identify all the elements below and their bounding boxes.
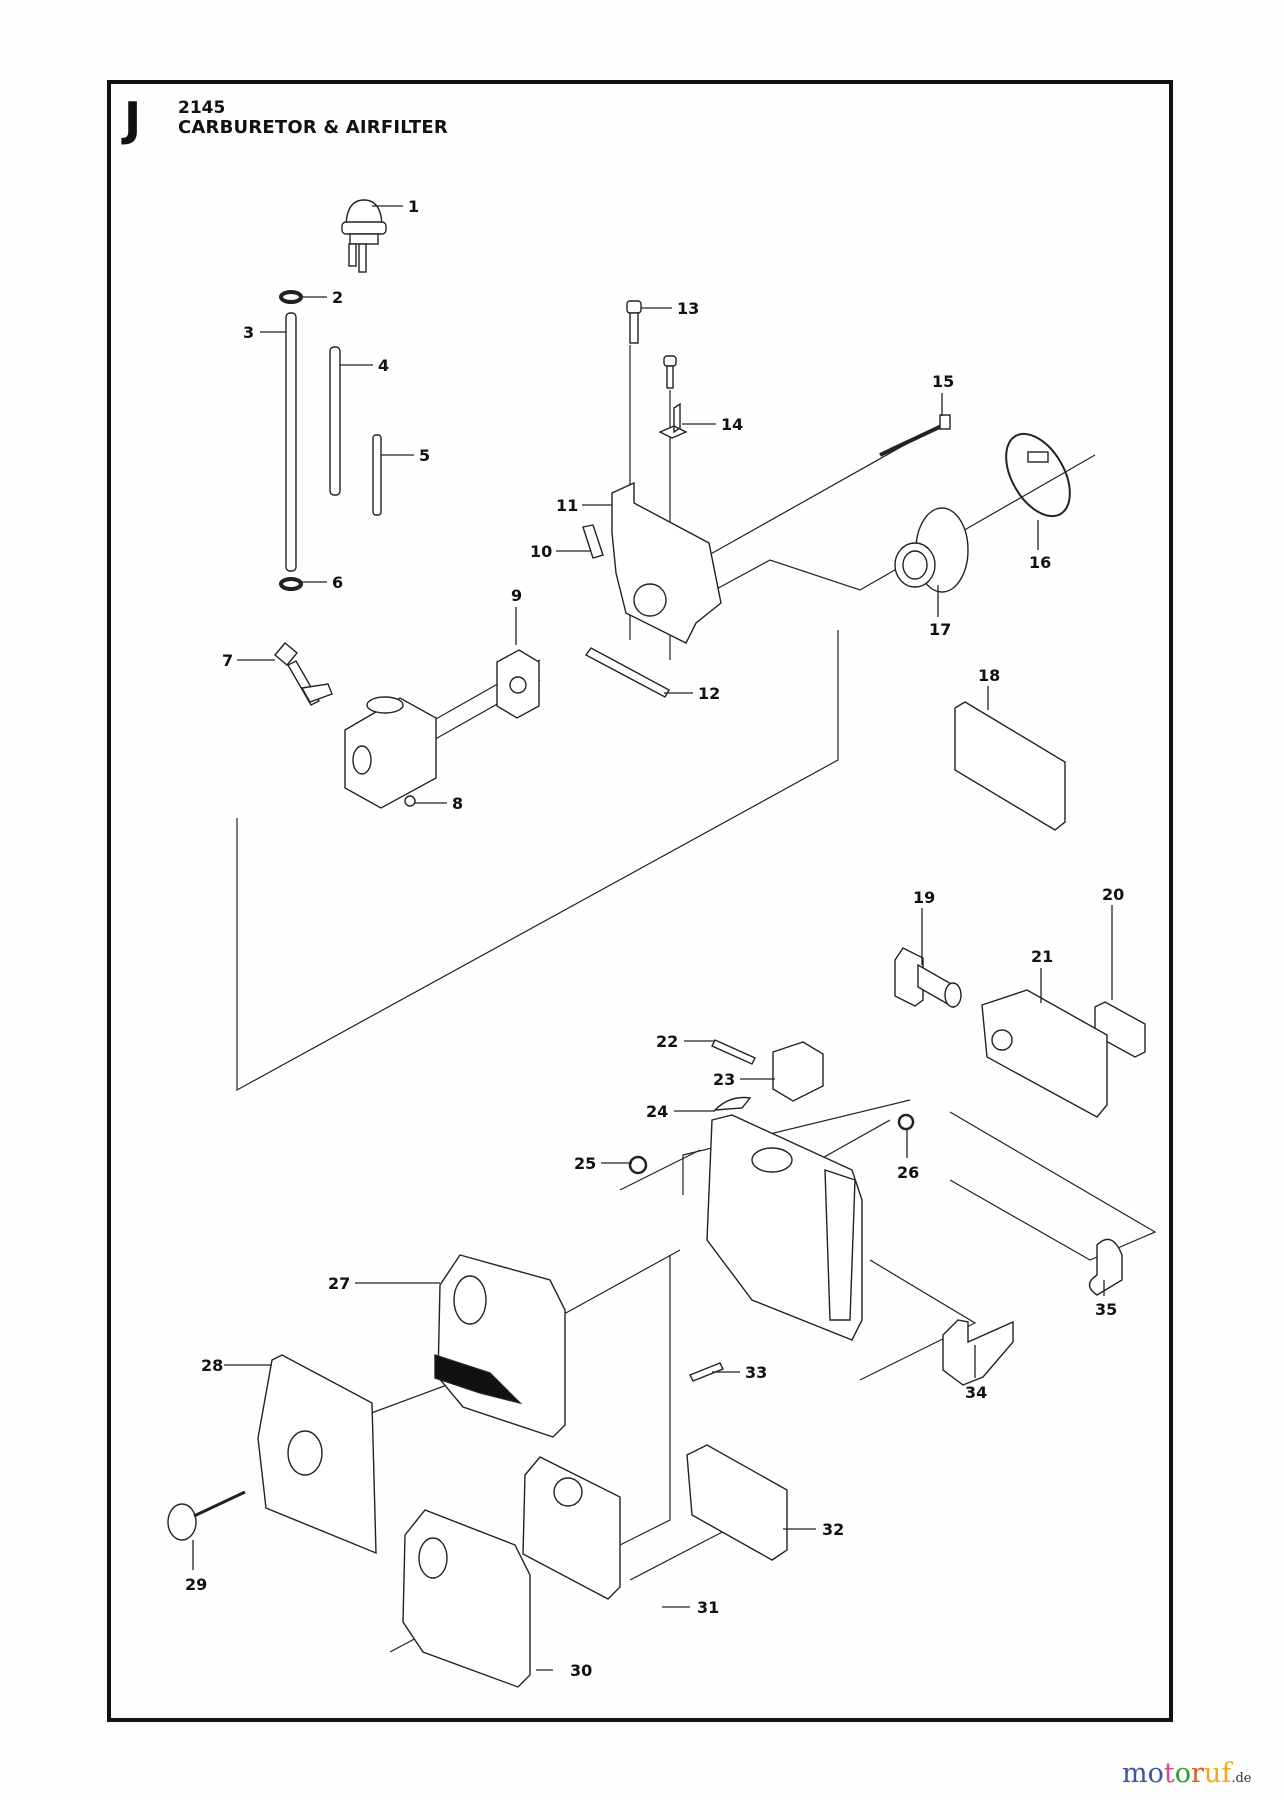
- part-24-clip[interactable]: [713, 1096, 752, 1111]
- part-2-o-ring[interactable]: [279, 290, 303, 304]
- callout-17: 17: [929, 620, 951, 639]
- callout-3: 3: [243, 323, 254, 342]
- callout-1: 1: [408, 197, 419, 216]
- watermark-letter: f: [1221, 1758, 1232, 1789]
- callout-29: 29: [185, 1575, 207, 1594]
- callout-16: 16: [1029, 553, 1051, 572]
- callout-20: 20: [1102, 885, 1124, 904]
- callout-32: 32: [822, 1520, 844, 1539]
- part-23-bracket[interactable]: [772, 1041, 824, 1102]
- part-10-foam-pad[interactable]: [582, 524, 604, 559]
- watermark-letter: r: [1191, 1758, 1204, 1789]
- part-28-air-filter-cover[interactable]: [257, 1354, 377, 1555]
- callout-26: 26: [897, 1163, 919, 1182]
- assembly-line: [699, 454, 1096, 599]
- part-5-fuel-hose[interactable]: [372, 434, 382, 516]
- callout-11: 11: [556, 496, 578, 515]
- part-9-gasket-hole: [509, 676, 527, 694]
- callout-13: 13: [677, 299, 699, 318]
- callout-28: 28: [201, 1356, 223, 1375]
- callout-8: 8: [452, 794, 463, 813]
- callout-10: 10: [530, 542, 552, 561]
- part-26-nut[interactable]: [897, 1113, 915, 1131]
- assembly-line: [949, 1111, 1157, 1261]
- part-22-stud[interactable]: [711, 1039, 756, 1065]
- callout-31: 31: [697, 1598, 719, 1617]
- part-15-bolt[interactable]: [879, 414, 951, 457]
- callout-23: 23: [713, 1070, 735, 1089]
- part-34-choke-bracket[interactable]: [942, 1319, 1014, 1386]
- part-8-carburetor[interactable]: [344, 696, 437, 809]
- watermark-logo: motoruf.de: [1122, 1758, 1251, 1789]
- callout-18: 18: [978, 666, 1000, 685]
- part-4-fuel-hose[interactable]: [329, 346, 341, 496]
- part-31-air-filter[interactable]: [522, 1456, 621, 1600]
- part-29-knob[interactable]: [167, 1490, 246, 1541]
- part-33-screw[interactable]: [689, 1362, 724, 1382]
- callouts: 1 2 3 4 5 6 7 8 9 10 11 12 13 14 15 16 1…: [185, 197, 1124, 1680]
- callout-4: 4: [378, 356, 389, 375]
- part-21-air-duct[interactable]: [981, 989, 1108, 1118]
- assembly-line: [619, 1255, 671, 1546]
- assembly-line: [365, 1381, 456, 1416]
- part-1-primer-bulb[interactable]: [341, 199, 387, 273]
- watermark-tld: .de: [1231, 1771, 1252, 1786]
- part-3-fuel-hose[interactable]: [285, 312, 297, 572]
- part-21-duct-hole: [991, 1029, 1013, 1051]
- part-13-screw[interactable]: [626, 300, 642, 344]
- assembly-line: [629, 1527, 731, 1581]
- callout-5: 5: [419, 446, 430, 465]
- assembly-line: [619, 1149, 701, 1191]
- page-title: CARBURETOR & AIRFILTER: [178, 117, 448, 138]
- callout-24: 24: [646, 1102, 668, 1121]
- part-16-hose-clamp[interactable]: [993, 423, 1083, 527]
- part-14-screw[interactable]: [663, 355, 677, 389]
- part-25-nut[interactable]: [628, 1155, 648, 1175]
- part-12-foam-strip[interactable]: [584, 647, 670, 698]
- callout-2: 2: [332, 288, 343, 307]
- part-11-carburetor-holder[interactable]: [611, 481, 722, 644]
- callout-21: 21: [1031, 947, 1053, 966]
- watermark-letter: o: [1174, 1758, 1191, 1789]
- callout-34: 34: [965, 1383, 987, 1402]
- part-14-bracket[interactable]: [658, 402, 688, 439]
- callout-15: 15: [932, 372, 954, 391]
- part-30-air-filter-housing[interactable]: [402, 1509, 531, 1688]
- section-letter: J: [124, 92, 142, 146]
- part-32-foam-filter[interactable]: [686, 1444, 788, 1561]
- part-17-intake-adapter[interactable]: [894, 507, 969, 593]
- callout-25: 25: [574, 1154, 596, 1173]
- callout-35: 35: [1095, 1300, 1117, 1319]
- airfilter-base[interactable]: [706, 1114, 863, 1341]
- part-6-o-ring[interactable]: [279, 577, 303, 591]
- callout-7: 7: [222, 651, 233, 670]
- part-9-gasket[interactable]: [496, 649, 540, 719]
- leader-lines: [192, 205, 1113, 1671]
- model-number: 2145: [178, 98, 226, 118]
- part-19-intake-tube[interactable]: [894, 947, 962, 1009]
- watermark-letter: o: [1147, 1758, 1164, 1789]
- assembly-line: [859, 1259, 977, 1381]
- watermark-letter: m: [1122, 1758, 1148, 1789]
- watermark-letter: u: [1203, 1758, 1222, 1789]
- part-27-air-filter-cover-inner[interactable]: [434, 1254, 566, 1438]
- callout-6: 6: [332, 573, 343, 592]
- part-35-shutter[interactable]: [1088, 1238, 1123, 1296]
- assembly-line: [236, 630, 839, 1092]
- callout-12: 12: [698, 684, 720, 703]
- callout-14: 14: [721, 415, 743, 434]
- callout-19: 19: [913, 888, 935, 907]
- part-18-plate[interactable]: [954, 701, 1066, 831]
- diagram-frame: [107, 80, 1173, 1722]
- part-7-choke-lever[interactable]: [274, 642, 333, 706]
- callout-33: 33: [745, 1363, 767, 1382]
- callout-27: 27: [328, 1274, 350, 1293]
- assembly-line: [682, 1099, 911, 1195]
- callout-30: 30: [570, 1661, 592, 1680]
- callout-9: 9: [511, 586, 522, 605]
- callout-22: 22: [656, 1032, 678, 1051]
- watermark-letter: t: [1163, 1758, 1175, 1789]
